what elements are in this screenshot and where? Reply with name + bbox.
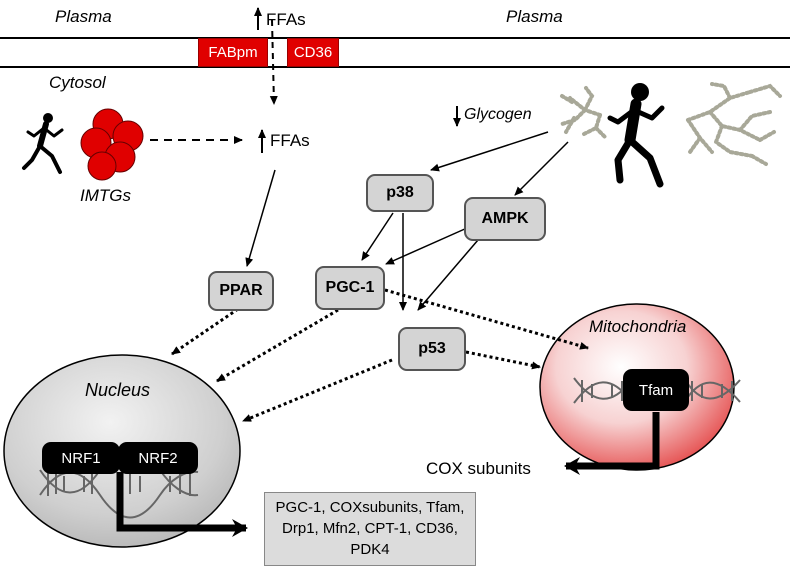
signaling-arrows	[245, 131, 569, 311]
imtgs-label: IMTGs	[80, 186, 131, 205]
nucleus-label: Nucleus	[85, 380, 151, 400]
glycogen-label: Glycogen	[464, 106, 532, 123]
plasma-label-left: Plasma	[55, 7, 112, 26]
cox-subunits-label: COX subunits	[426, 459, 531, 478]
ffas-label-cytosol: FFAs	[270, 131, 310, 150]
glycogen-branch-icon	[686, 82, 782, 166]
nrf2-factor: NRF2	[118, 442, 198, 474]
target-genes-box: PGC-1, COXsubunits, Tfam, Drp1, Mfn2, CP…	[264, 492, 476, 566]
fat-droplets-icon	[80, 108, 144, 181]
cytosol-label: Cytosol	[49, 73, 106, 92]
runner-icon	[22, 113, 64, 174]
regulation-arrows	[171, 288, 589, 423]
pgc1-node: PGC-1	[315, 266, 385, 310]
p38-node: p38	[366, 174, 434, 212]
p53-node: p53	[398, 327, 466, 371]
glycogen-branch-icon	[560, 86, 608, 140]
runner-icon	[607, 83, 665, 188]
plasma-label-right: Plasma	[506, 7, 563, 26]
mitochondria-label: Mitochondria	[589, 317, 687, 336]
nrf1-factor: NRF1	[42, 442, 120, 474]
tfam-factor: Tfam	[623, 369, 689, 411]
ampk-node: AMPK	[464, 197, 546, 241]
fabpm-transporter: FABpm	[198, 38, 268, 67]
ppar-node: PPAR	[208, 271, 274, 311]
output-paths	[116, 412, 660, 537]
transport-arrows	[150, 19, 278, 144]
ffas-label-top: FFAs	[266, 10, 306, 29]
plasma-membrane	[0, 37, 790, 68]
cd36-transporter: CD36	[287, 38, 339, 67]
